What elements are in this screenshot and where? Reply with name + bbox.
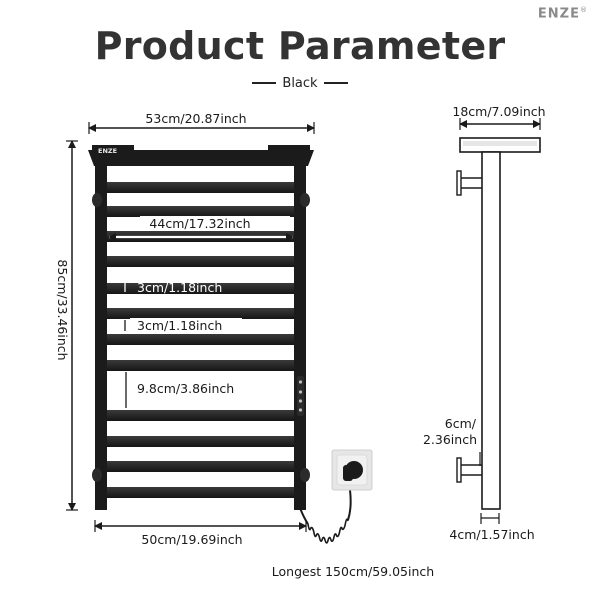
rack-bars xyxy=(104,182,297,498)
side-bottom-bracket-plate xyxy=(456,457,462,483)
inner-width-label-bg xyxy=(140,216,290,230)
height-label: 85cm/33.46inch xyxy=(55,259,70,360)
side-column xyxy=(481,151,501,510)
towel-bar xyxy=(104,206,297,217)
towel-bar xyxy=(104,256,297,267)
column-width-label: 4cm/1.57inch xyxy=(449,527,534,542)
top-width-label: 53cm/20.87inch xyxy=(145,111,246,126)
rack-logo: ENZE xyxy=(98,147,117,155)
top-shelf xyxy=(88,150,314,166)
power-button-icon[interactable] xyxy=(298,380,303,384)
side-top-shelf-surface xyxy=(463,141,537,146)
towel-bar xyxy=(104,283,297,294)
cable-end xyxy=(347,489,352,521)
bar-thickness-label: 3cm/1.18inch xyxy=(137,280,222,295)
towel-rack-side-view xyxy=(456,137,541,510)
side-top-bracket-plate xyxy=(456,170,462,196)
wall-mount xyxy=(92,468,102,482)
towel-bar xyxy=(104,410,297,421)
level-button-icon[interactable] xyxy=(298,408,303,412)
wall-outlet xyxy=(331,449,373,491)
cable-length-label: Longest 150cm/59.05inch xyxy=(272,564,434,579)
timer-button-icon[interactable] xyxy=(298,399,303,403)
large-gap-label: 9.8cm/3.86inch xyxy=(137,381,234,396)
bottom-width-label: 50cm/19.69inch xyxy=(141,532,242,547)
coiled-cable xyxy=(307,518,349,544)
subtitle-divider-right xyxy=(323,82,348,84)
cable-start xyxy=(299,507,309,525)
color-label: Black xyxy=(282,75,318,91)
left-post xyxy=(95,160,107,510)
power-cable xyxy=(299,489,352,544)
towel-rack-front-view: ENZE xyxy=(88,145,314,510)
towel-bar xyxy=(104,487,297,498)
bracket-depth-label-line2: 2.36inch xyxy=(423,432,477,447)
control-panel xyxy=(297,376,304,416)
towel-bar xyxy=(104,436,297,447)
inner-width-label: 44cm/17.32inch xyxy=(149,216,250,231)
towel-bar xyxy=(104,334,297,345)
registered-mark: ® xyxy=(580,6,588,14)
towel-bar xyxy=(104,182,297,193)
top-shelf-left-cap xyxy=(92,145,134,154)
brand-name: ENZE xyxy=(537,6,580,22)
top-shelf-right-cap xyxy=(268,145,310,154)
bar-gap-label: 3cm/1.18inch xyxy=(137,318,222,333)
wall-mount xyxy=(300,193,310,207)
bracket-depth-label-line1: 6cm/ xyxy=(445,416,477,431)
subtitle-divider-left xyxy=(252,82,277,84)
mode-button-icon[interactable] xyxy=(298,390,303,394)
towel-bar xyxy=(104,308,297,319)
wall-mount xyxy=(300,468,310,482)
plug-body xyxy=(343,465,353,481)
wall-mount xyxy=(92,193,102,207)
control-strip xyxy=(297,376,304,416)
towel-bar xyxy=(104,360,297,371)
color-label-row: Black xyxy=(0,74,600,92)
brand-logo: ENZE® xyxy=(538,6,588,21)
towel-bar xyxy=(104,461,297,472)
bar-gap-label-bg xyxy=(130,318,242,333)
side-depth-label: 18cm/7.09inch xyxy=(452,104,545,119)
right-post xyxy=(294,160,306,510)
page-title: Product Parameter xyxy=(94,24,506,68)
